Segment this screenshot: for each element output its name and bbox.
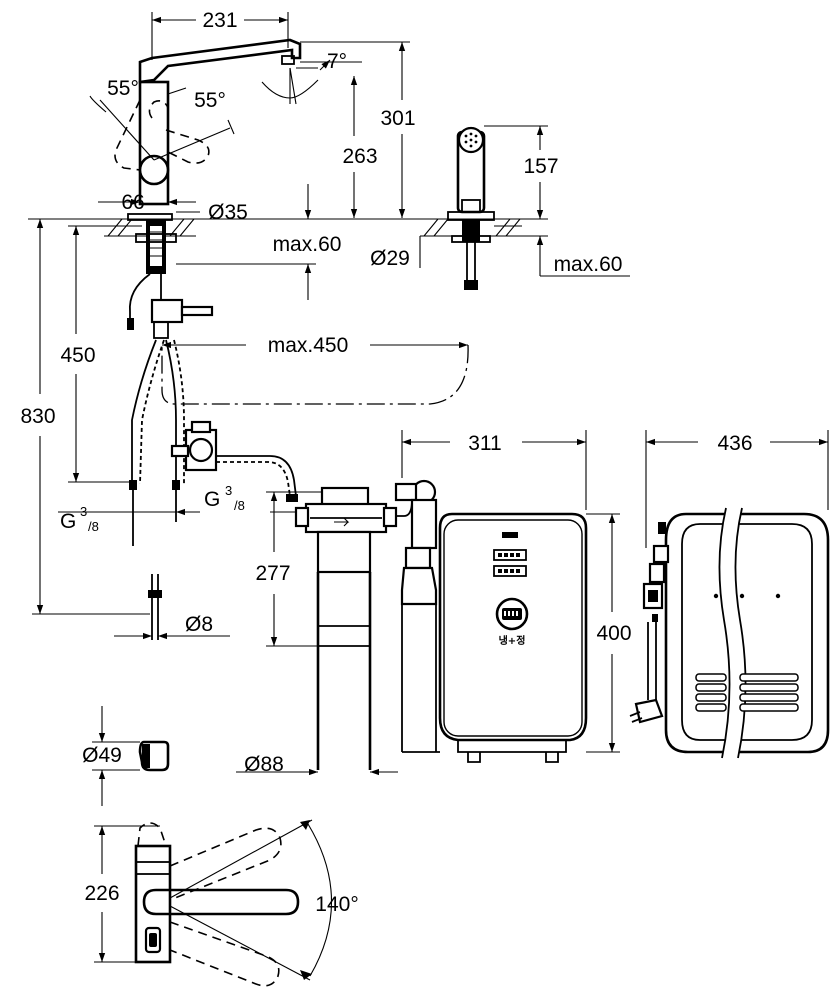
dim-hose-length-short: 450 bbox=[60, 344, 95, 367]
dim-spout-tilt-angle: 7° bbox=[327, 50, 347, 73]
dim-height-spout: 263 bbox=[342, 145, 377, 168]
svg-text:3: 3 bbox=[80, 504, 87, 519]
filter-view bbox=[294, 486, 413, 770]
dim-hose-distance: max.450 bbox=[268, 334, 349, 357]
dim-top-view-depth: 226 bbox=[84, 882, 119, 905]
boiler-label: 냉+정 bbox=[499, 634, 526, 647]
svg-text:G: G bbox=[60, 510, 76, 533]
dim-lever-angle-right: 55° bbox=[194, 89, 226, 112]
svg-text:/8: /8 bbox=[88, 519, 99, 534]
dim-knob-diameter: Ø49 bbox=[82, 744, 122, 767]
boiler-front-view: 냉+정 bbox=[394, 479, 588, 763]
knob-view bbox=[138, 740, 170, 772]
top-view bbox=[134, 819, 332, 987]
dim-hose-length-long: 830 bbox=[20, 405, 55, 428]
dim-handshower-height: 157 bbox=[523, 155, 558, 178]
dim-pipe-diameter: Ø8 bbox=[185, 613, 213, 636]
dim-spout-reach: 231 bbox=[202, 9, 237, 32]
dim-filter-diameter: Ø88 bbox=[244, 753, 284, 776]
dim-hole-diameter-tap: Ø35 bbox=[208, 201, 248, 224]
dim-lever-offset: 66 bbox=[121, 191, 144, 214]
boiler-side-view bbox=[629, 507, 830, 759]
dim-height-total: 301 bbox=[380, 107, 415, 130]
handshower-view bbox=[161, 126, 521, 405]
dim-lever-angle-left: 55° bbox=[107, 77, 139, 100]
dim-thread-right: G 3 /8 bbox=[204, 483, 245, 513]
dim-thread-left: G 3 /8 bbox=[60, 504, 99, 534]
dimension-lines bbox=[28, 16, 829, 963]
svg-text:G: G bbox=[204, 488, 220, 511]
dim-deck-thickness-shower: max.60 bbox=[554, 253, 623, 276]
dim-hole-diameter-shower: Ø29 bbox=[370, 247, 410, 270]
faucet-side-view bbox=[89, 12, 319, 640]
dim-deck-thickness-tap: max.60 bbox=[273, 233, 342, 256]
svg-text:3: 3 bbox=[225, 483, 232, 498]
dim-swivel-angle: 140° bbox=[315, 893, 358, 916]
dim-filter-height: 277 bbox=[255, 562, 290, 585]
svg-text:/8: /8 bbox=[234, 498, 245, 513]
dim-boiler-width: 436 bbox=[717, 432, 752, 455]
dim-boiler-height: 400 bbox=[596, 622, 631, 645]
dim-boiler-depth: 311 bbox=[468, 432, 501, 455]
dimension-labels: 231 7° 55° 55° 301 263 157 66 Ø35 max.60… bbox=[20, 9, 752, 916]
